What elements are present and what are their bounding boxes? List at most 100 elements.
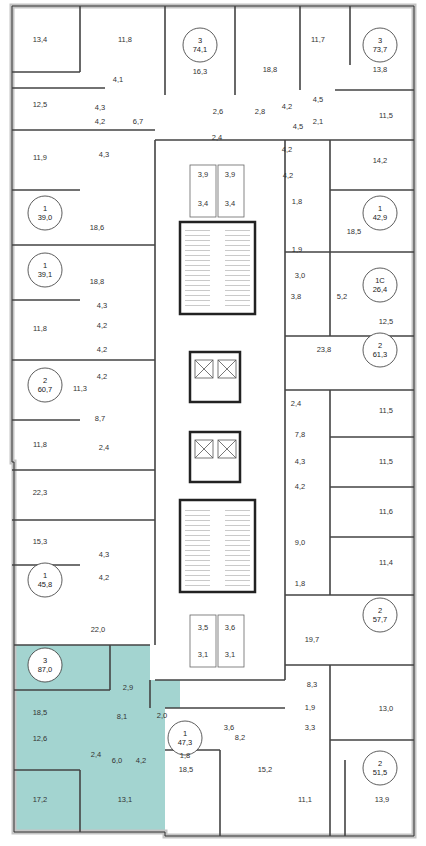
- room-area: 15,3: [33, 538, 48, 546]
- room-count: 3: [182, 36, 218, 45]
- apartment-area: 61,3: [362, 350, 398, 359]
- room-area: 22,3: [33, 489, 48, 497]
- stairs: [185, 228, 250, 586]
- room-area: 3,9: [225, 171, 235, 179]
- room-area: 11,8: [33, 441, 47, 449]
- room-area: 13,9: [375, 796, 390, 804]
- apartment-area: 26,4: [362, 285, 398, 294]
- apartment-area: 45,8: [27, 580, 63, 589]
- room-area: 2,6: [213, 108, 223, 116]
- room-count: 1С: [362, 276, 398, 285]
- room-area: 2,9: [123, 684, 133, 692]
- room-area: 4,3: [97, 302, 107, 310]
- room-area: 12,5: [379, 318, 394, 326]
- room-area: 18,8: [263, 66, 278, 74]
- apartment-area: 47,3: [167, 738, 203, 747]
- room-area: 13,0: [379, 705, 394, 713]
- room-area: 2,4: [212, 134, 222, 142]
- room-count: 2: [362, 759, 398, 768]
- room-area: 4,2: [95, 118, 105, 126]
- apartment-marker: 251,5: [362, 750, 398, 786]
- room-area: 4,2: [295, 483, 305, 491]
- room-area: 14,2: [373, 157, 388, 165]
- room-count: 1: [27, 261, 63, 270]
- room-area: 18,5: [347, 228, 362, 236]
- room-area: 11,4: [379, 559, 393, 567]
- apartment-area: 39,1: [27, 270, 63, 279]
- room-area: 1,9: [305, 704, 315, 712]
- room-area: 3,4: [198, 200, 208, 208]
- room-area: 2,1: [313, 118, 323, 126]
- room-area: 11,8: [118, 36, 132, 44]
- room-count: 2: [362, 606, 398, 615]
- room-area: 12,6: [33, 735, 48, 743]
- room-area: 3,1: [225, 651, 235, 659]
- room-area: 6,0: [112, 757, 122, 765]
- apartment-area: 74,1: [182, 45, 218, 54]
- room-area: 3,9: [198, 171, 208, 179]
- apartment-marker: 1С26,4: [362, 267, 398, 303]
- apartment-marker: 387,0: [27, 647, 63, 683]
- room-area: 4,2: [136, 757, 146, 765]
- room-area: 8,2: [235, 734, 245, 742]
- apartment-area: 87,0: [27, 665, 63, 674]
- room-area: 4,3: [295, 458, 305, 466]
- room-count: 2: [27, 376, 63, 385]
- apartment-marker: 257,7: [362, 597, 398, 633]
- room-area: 13,8: [373, 66, 388, 74]
- apartment-marker: 139,0: [27, 195, 63, 231]
- room-area: 13,4: [33, 36, 48, 44]
- room-area: 9,0: [295, 539, 305, 547]
- core-walls: [180, 222, 255, 592]
- room-area: 7,8: [295, 431, 305, 439]
- room-area: 15,2: [258, 766, 273, 774]
- room-area: 4,2: [283, 172, 293, 180]
- room-area: 6,7: [133, 118, 143, 126]
- room-count: 3: [362, 36, 398, 45]
- room-count: 1: [362, 204, 398, 213]
- room-area: 11,7: [311, 36, 325, 44]
- room-area: 2,4: [291, 400, 301, 408]
- apartment-marker: 261,3: [362, 332, 398, 368]
- room-area: 11,1: [298, 796, 312, 804]
- room-area: 22,0: [91, 626, 106, 634]
- room-area: 3,1: [198, 651, 208, 659]
- room-area: 11,5: [379, 458, 393, 466]
- room-area: 3,8: [291, 293, 301, 301]
- room-area: 1,9: [292, 246, 302, 254]
- room-area: 12,5: [33, 101, 48, 109]
- apartment-area: 60,7: [27, 385, 63, 394]
- highlighted-apartment: [14, 645, 180, 832]
- room-area: 2,4: [91, 751, 101, 759]
- room-area: 11,6: [379, 508, 393, 516]
- elevators: [195, 360, 236, 458]
- room-area: 11,3: [73, 385, 87, 393]
- room-area: 11,8: [33, 325, 47, 333]
- room-area: 3,3: [305, 724, 315, 732]
- room-area: 8,7: [95, 415, 105, 423]
- apartment-area: 73,7: [362, 45, 398, 54]
- room-area: 11,9: [33, 154, 47, 162]
- room-area: 4,2: [99, 574, 109, 582]
- apartment-area: 57,7: [362, 615, 398, 624]
- room-area: 23,8: [317, 346, 332, 354]
- room-area: 4,2: [97, 346, 107, 354]
- room-area: 16,3: [193, 68, 208, 76]
- room-area: 4,5: [293, 123, 303, 131]
- room-area: 4,2: [97, 322, 107, 330]
- room-area: 3,4: [225, 200, 235, 208]
- room-area: 18,5: [179, 766, 194, 774]
- room-count: 1: [27, 204, 63, 213]
- apartment-marker: 374,1: [182, 27, 218, 63]
- apartment-marker: 139,1: [27, 252, 63, 288]
- apartment-marker: 147,3: [167, 720, 203, 756]
- room-area: 4,3: [95, 104, 105, 112]
- room-area: 11,5: [379, 112, 393, 120]
- room-area: 4,2: [282, 103, 292, 111]
- shafts: [190, 165, 244, 667]
- apartment-area: 39,0: [27, 213, 63, 222]
- room-area: 5,2: [337, 293, 347, 301]
- room-area: 3,6: [225, 624, 235, 632]
